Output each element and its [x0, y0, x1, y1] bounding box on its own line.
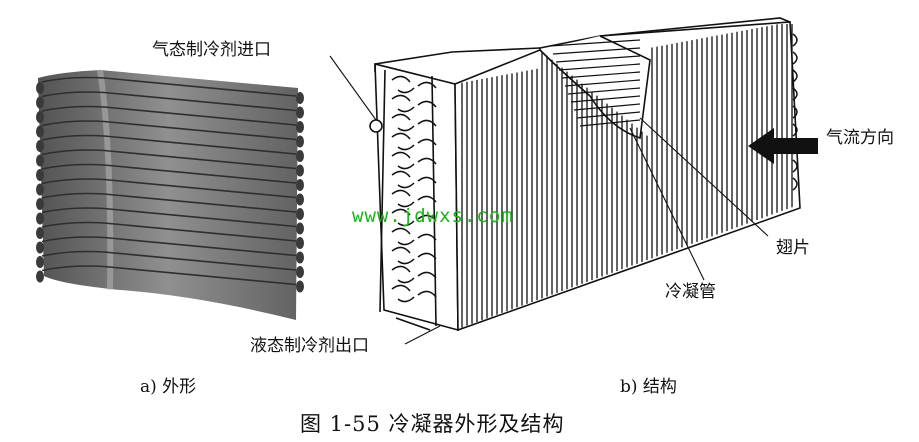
caption-a: a) 外形 — [140, 377, 197, 397]
leader-lines — [329, 55, 769, 345]
figure-title: 图 1-55 冷凝器外形及结构 — [300, 412, 565, 436]
watermark-text: www.jdwxs.com — [352, 205, 514, 227]
gas-inlet-label: 气态制冷剂进口 — [152, 40, 271, 60]
liquid-outlet-label: 液态制冷剂出口 — [250, 336, 369, 356]
condenser-photo — [36, 69, 304, 320]
airflow-label: 气流方向 — [826, 128, 894, 148]
airflow-arrow — [748, 128, 818, 164]
condenser-tube-label: 冷凝管 — [665, 282, 716, 302]
fin-label: 翅片 — [776, 238, 810, 258]
condenser-structure — [369, 17, 801, 332]
caption-b: b) 结构 — [620, 377, 677, 397]
